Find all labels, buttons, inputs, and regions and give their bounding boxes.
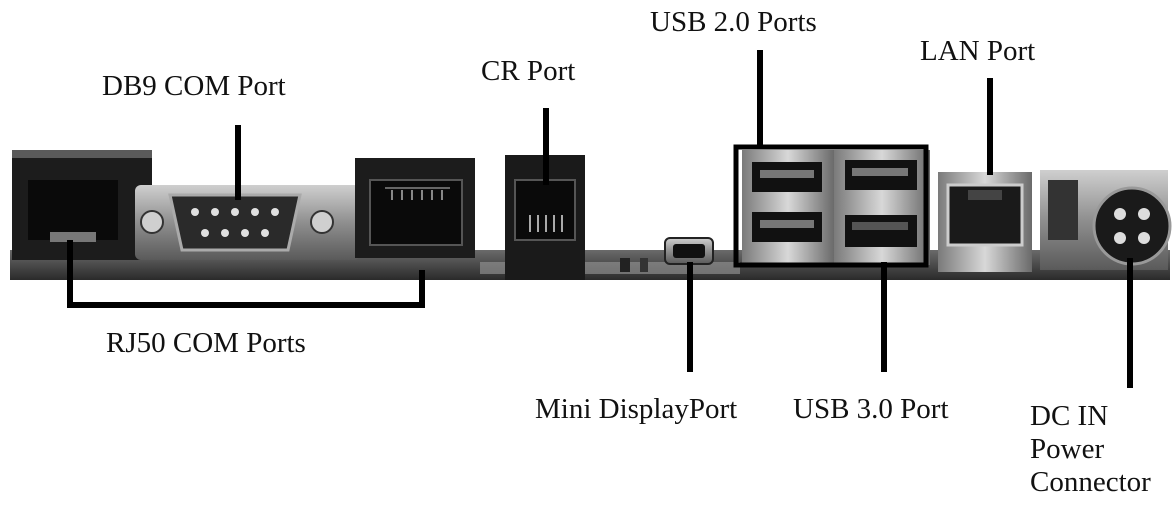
usb2-bracket — [733, 144, 929, 268]
label-mini-displayport: Mini DisplayPort — [535, 393, 738, 425]
label-rj50-com-ports: RJ50 COM Ports — [106, 327, 306, 359]
label-cr-port: CR Port — [481, 55, 576, 87]
usb-icon — [834, 150, 930, 265]
rj45-jack-icon — [938, 172, 1032, 272]
label-usb2-ports: USB 2.0 Ports — [650, 6, 817, 38]
label-dc-in-line1: DC IN — [1030, 400, 1109, 432]
label-dc-in-line3: Connector — [1030, 466, 1151, 498]
rj-jack-icon — [355, 158, 475, 258]
din-power-connector-icon — [1040, 170, 1172, 270]
rj-jack-icon — [12, 150, 152, 260]
label-dc-in-power-connector: DC IN Power Connector — [1030, 400, 1151, 499]
label-db9-com-port: DB9 COM Port — [102, 70, 286, 102]
usb-icon — [742, 150, 834, 265]
leader-lines — [67, 50, 1133, 388]
db9-connector-icon — [135, 185, 360, 260]
rj-jack-icon — [505, 155, 585, 280]
label-dc-in-line2: Power — [1030, 433, 1105, 465]
mini-displayport-icon — [664, 237, 714, 265]
label-lan-port: LAN Port — [920, 35, 1036, 67]
label-usb3-port: USB 3.0 Port — [793, 393, 949, 425]
rj50-bracket — [67, 240, 425, 308]
